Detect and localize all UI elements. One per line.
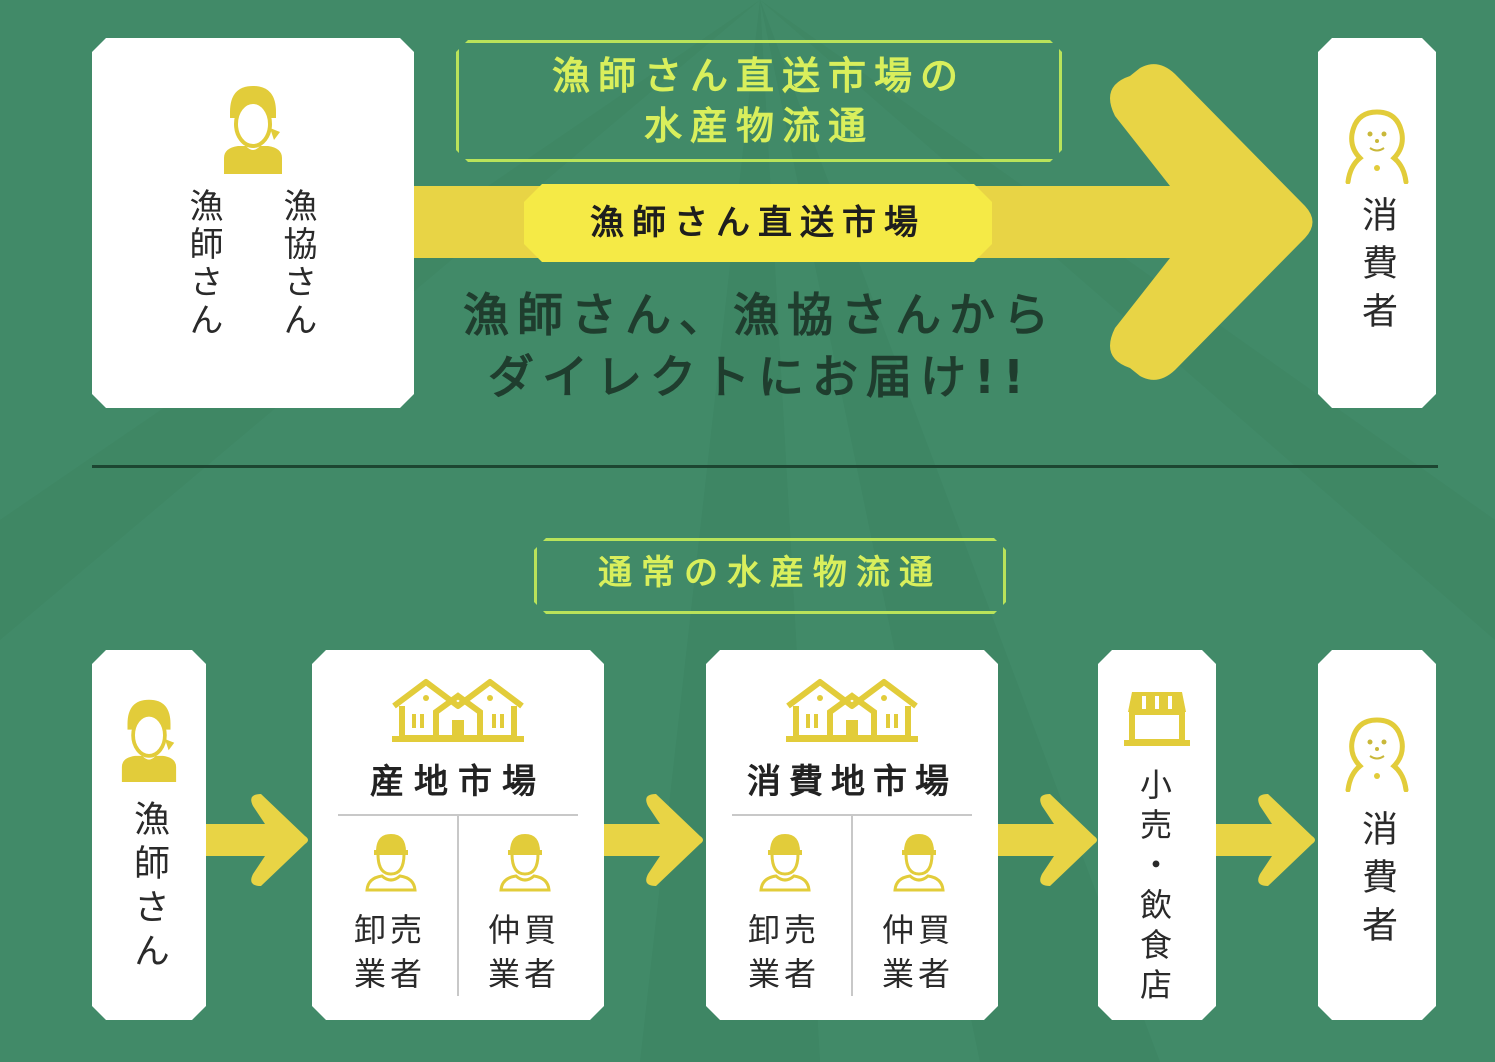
broker-line2: 業者: [881, 955, 954, 993]
step-fisherman-label: 漁師さん: [128, 800, 169, 976]
worker-icon: [892, 830, 946, 892]
consumption-market-title: 消費地市場: [747, 762, 957, 802]
production-market-title: 産地市場: [370, 762, 546, 802]
houses-icon: [392, 676, 524, 742]
broker-line1: 仲買: [881, 911, 954, 949]
broker-label: 仲買 業者: [464, 908, 584, 996]
tagline-line1: 漁師さん、漁協さんから: [463, 288, 1057, 342]
column-divider: [457, 816, 459, 996]
source-label-fisherman: 漁師さん: [183, 188, 223, 340]
flow-arrow-3: [994, 794, 1097, 886]
wholesaler-line2: 業者: [353, 955, 426, 993]
fisherwoman-icon: [220, 82, 286, 174]
column-divider: [851, 816, 853, 996]
consumer-label: 消費者: [1356, 196, 1397, 340]
step-production-market-card: 産地市場 卸売 業者 仲買 業者: [312, 650, 604, 1020]
direct-flow-heading: 漁師さん直送市場の 水産物流通: [456, 40, 1062, 162]
step-consumer-label: 消費者: [1356, 810, 1397, 954]
shop-icon: [1124, 688, 1190, 748]
flow-arrow-1: [205, 794, 308, 886]
worker-icon: [758, 830, 812, 892]
title-divider: [338, 814, 578, 816]
step-retail-label: 小売・飲食店: [1135, 768, 1173, 1008]
step-retail-card: 小売・飲食店: [1098, 650, 1216, 1020]
consumer-card-direct: 消費者: [1318, 38, 1436, 408]
consumer-icon: [1342, 716, 1412, 792]
wholesaler-line2: 業者: [747, 955, 820, 993]
wholesaler-label: 卸売 業者: [330, 908, 450, 996]
direct-flow-heading-line2: 水産物流通: [643, 104, 874, 148]
houses-icon: [786, 676, 918, 742]
broker-line2: 業者: [487, 955, 560, 993]
worker-icon: [498, 830, 552, 892]
step-fisherman-card: 漁師さん: [92, 650, 206, 1020]
direct-market-pill: 漁師さん直送市場: [524, 184, 992, 262]
broker-line1: 仲買: [487, 911, 560, 949]
fisherwoman-icon: [118, 696, 180, 782]
wholesaler-label: 卸売 業者: [724, 908, 844, 996]
flow-arrow-2: [600, 794, 703, 886]
title-divider: [732, 814, 972, 816]
wholesaler-line1: 卸売: [747, 911, 820, 949]
tagline-line2: ダイレクトにお届け!!: [488, 350, 1032, 404]
source-card: 漁協さん 漁師さん: [92, 38, 414, 408]
normal-flow-heading: 通常の水産物流通: [534, 538, 1006, 614]
consumer-icon: [1342, 108, 1412, 184]
direct-flow-tagline: 漁師さん、漁協さんから ダイレクトにお届け!!: [440, 284, 1080, 408]
direct-flow-heading-line1: 漁師さん直送市場の: [551, 54, 966, 98]
step-consumption-market-card: 消費地市場 卸売 業者 仲買 業者: [706, 650, 998, 1020]
step-consumer-card: 消費者: [1318, 650, 1436, 1020]
source-label-cooperative: 漁協さん: [277, 188, 317, 340]
broker-label: 仲買 業者: [858, 908, 978, 996]
section-divider: [92, 465, 1438, 468]
flow-arrow-4: [1212, 794, 1315, 886]
wholesaler-line1: 卸売: [353, 911, 426, 949]
worker-icon: [364, 830, 418, 892]
